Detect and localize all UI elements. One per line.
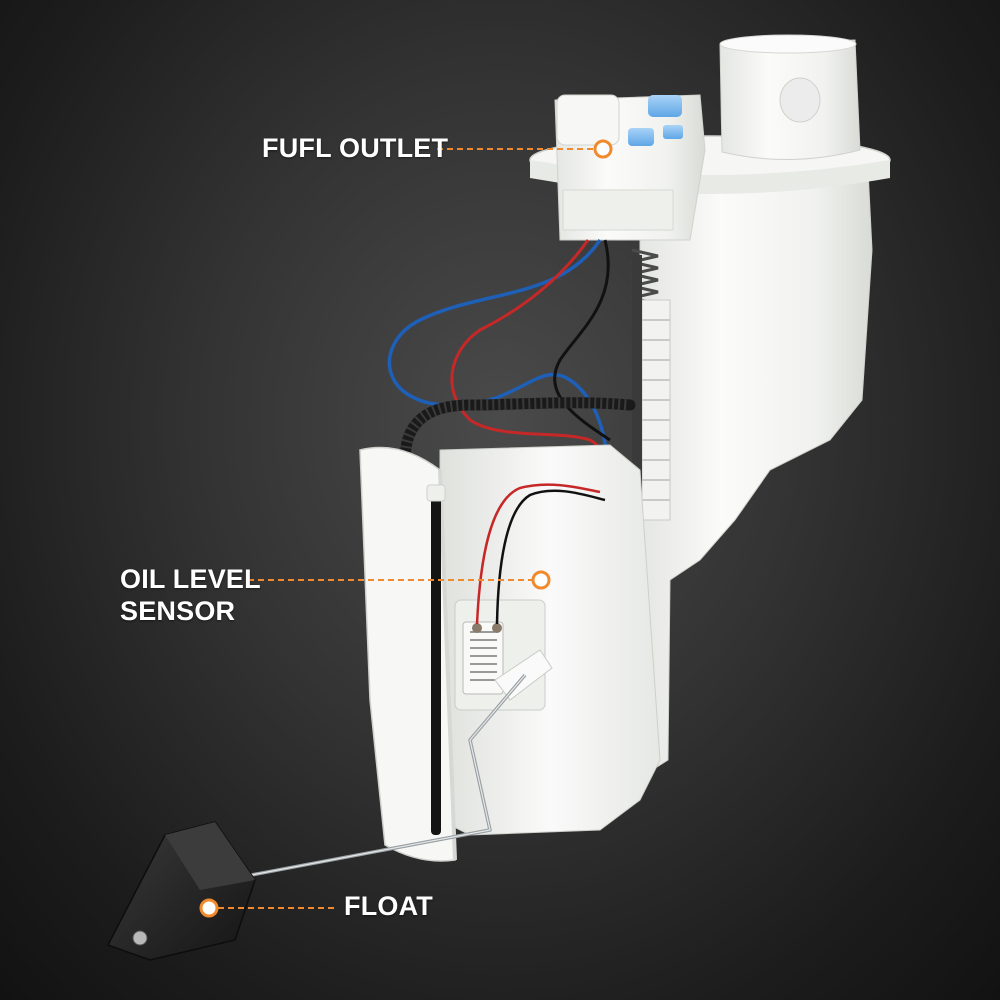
outlet-nipple	[556, 94, 620, 146]
callout-leader-oil-level-sensor	[248, 570, 551, 590]
wire-loom-ribs	[399, 397, 631, 461]
blue-cap-1	[648, 95, 682, 117]
float-arm-highlight	[224, 674, 526, 881]
guide-rail-ribs	[642, 319, 670, 501]
filler-neck-top	[719, 34, 857, 54]
blue-cap-2	[628, 128, 654, 146]
black-pipe	[431, 495, 441, 835]
callout-label-oil-level-sensor: OIL LEVEL SENSOR	[120, 564, 261, 626]
reservoir-body	[639, 169, 873, 771]
guide-rod	[632, 255, 642, 525]
blue-cap-3	[663, 125, 683, 139]
guide-rail	[641, 299, 671, 521]
callout-leader-fuel-outlet	[437, 139, 613, 159]
filler-neck-hole	[779, 77, 821, 123]
sensor-terminal-2	[492, 623, 502, 633]
sensor-wire-red	[475, 483, 601, 625]
callout-label-float: FLOAT	[344, 891, 433, 921]
outlet-ribs	[562, 189, 674, 231]
wire-blue	[387, 239, 608, 471]
sensor-terminal-1	[472, 623, 482, 633]
float-pin	[132, 930, 148, 946]
callout-leader-float	[199, 898, 336, 918]
float-top-face	[165, 822, 255, 890]
wire-black	[553, 239, 611, 442]
pipe-clip	[426, 484, 446, 502]
callout-label-fuel-outlet: FUFL OUTLET	[262, 133, 449, 163]
front-shell-edge	[438, 469, 457, 861]
